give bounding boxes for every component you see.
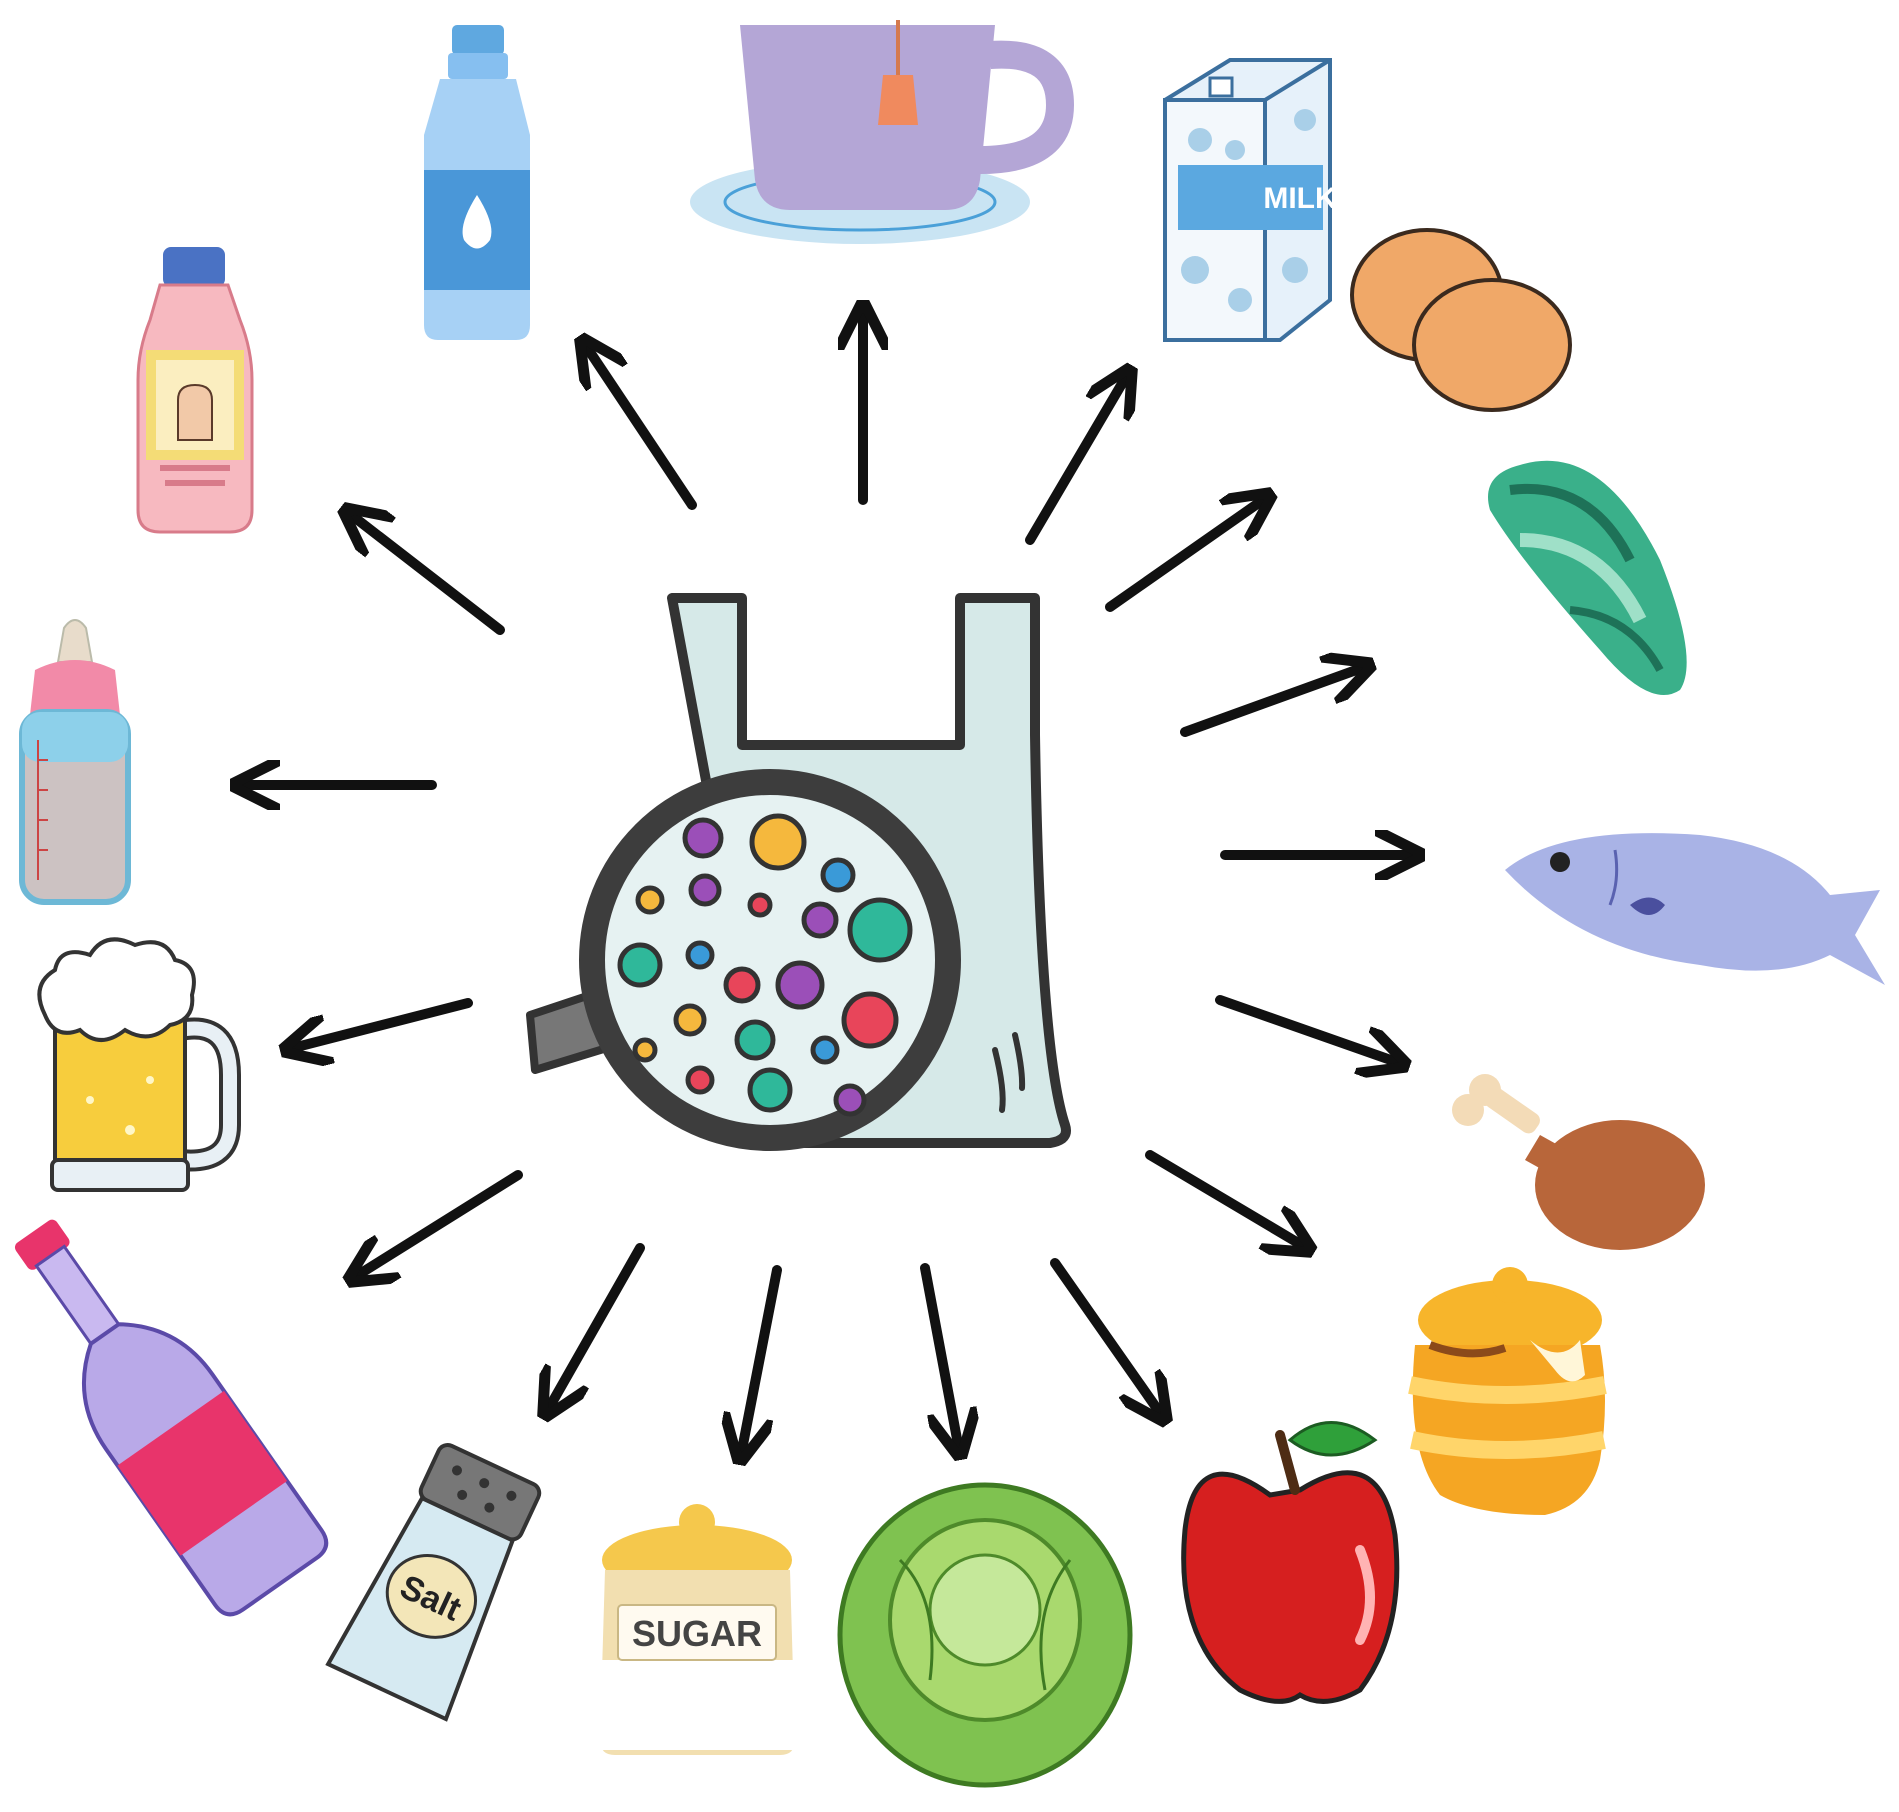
water-bottle-icon — [424, 25, 530, 340]
arrow-to-salt-shaker — [545, 1243, 645, 1415]
fish-icon — [1505, 833, 1885, 985]
arrows-group — [230, 300, 1425, 1460]
particle — [833, 1083, 867, 1117]
arrow-to-apple — [1050, 1258, 1165, 1420]
particle — [749, 813, 807, 871]
particle — [632, 1037, 658, 1063]
honey-pot-icon — [1408, 1267, 1607, 1515]
particle — [734, 1019, 776, 1061]
cabbage-icon — [837, 1482, 1133, 1788]
particle — [685, 940, 715, 970]
arrow-to-sugar-jar — [740, 1265, 782, 1460]
arrow-to-eggs — [1105, 495, 1270, 612]
microplastic-particles — [617, 813, 913, 1117]
arrow-to-honey-pot — [1145, 1150, 1310, 1250]
particle — [682, 817, 724, 859]
mussel-icon — [1488, 460, 1687, 695]
magnifying-glass-icon — [526, 769, 961, 1151]
particle — [688, 873, 722, 907]
particle — [747, 892, 773, 918]
chicken-leg-icon — [1452, 1074, 1705, 1250]
particle — [847, 897, 913, 963]
milk-carton-icon: MILK — [1163, 58, 1337, 342]
particle — [841, 991, 899, 1049]
arrow-to-beer-mug — [285, 998, 473, 1050]
wine-bottle-icon — [14, 1219, 329, 1617]
arrow-to-wine-bottle — [350, 1170, 523, 1280]
salt-shaker-icon: Salt — [325, 1443, 542, 1722]
sugar-jar-icon: SUGAR — [600, 1504, 795, 1755]
particle — [723, 966, 761, 1004]
arrow-to-water-bottle — [582, 340, 697, 510]
milk-label: MILK — [1263, 182, 1337, 215]
tea-cup-icon — [690, 20, 1075, 244]
baby-bottle-icon — [19, 619, 131, 905]
particle — [635, 885, 665, 915]
energy-drink-icon — [136, 247, 254, 534]
beer-mug-icon — [37, 937, 241, 1192]
particle — [747, 1067, 793, 1113]
particle — [820, 857, 856, 893]
particle — [810, 1035, 840, 1065]
particle — [801, 901, 839, 939]
arrow-to-mussel — [1180, 665, 1370, 737]
arrow-to-chicken-leg — [1215, 995, 1405, 1065]
particle — [673, 1003, 707, 1037]
arrow-to-energy-drink — [345, 510, 505, 635]
particle — [685, 1065, 715, 1095]
sugar-label: SUGAR — [632, 1613, 762, 1654]
apple-icon — [1181, 1421, 1400, 1704]
arrow-to-cabbage — [920, 1263, 960, 1455]
particle — [775, 960, 825, 1010]
eggs-icon — [1350, 228, 1572, 412]
arrow-to-milk-carton — [1025, 370, 1130, 545]
particle — [617, 942, 663, 988]
